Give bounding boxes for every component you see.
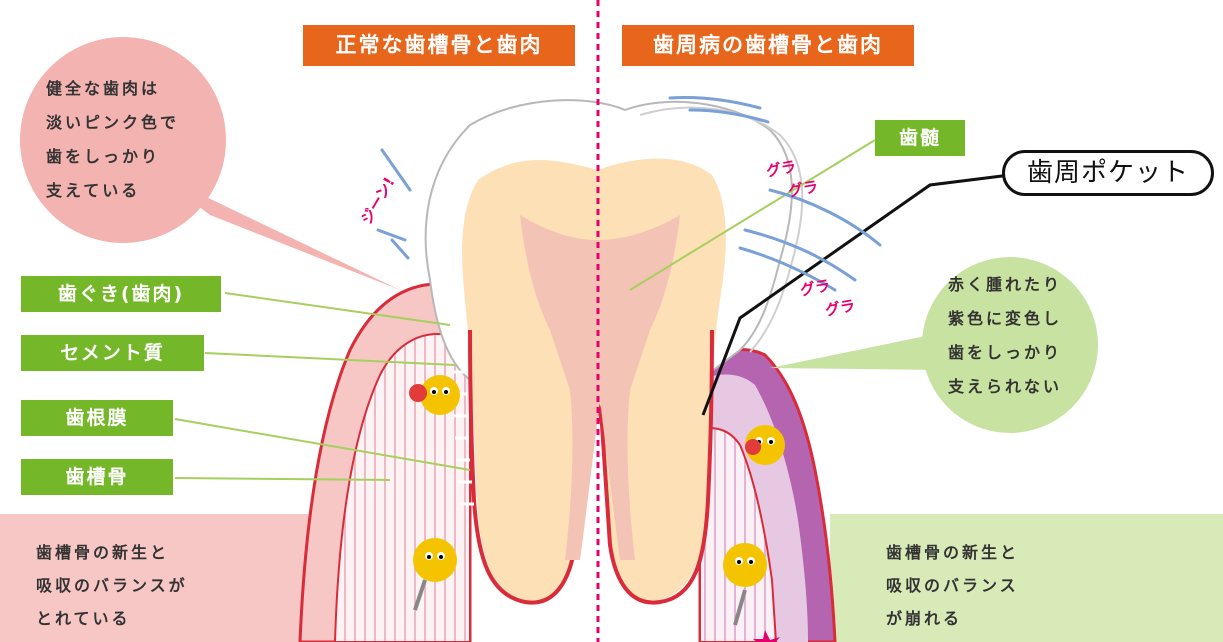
bubble-line: 歯をしっかり: [46, 140, 179, 174]
note-line: が崩れる: [886, 602, 1019, 635]
bubble-line: 赤く腫れたり: [948, 268, 1062, 302]
label-alveolar-bone: 歯槽骨: [21, 459, 173, 495]
label-pulp: 歯髄: [875, 120, 965, 156]
bubble-line: 淡いピンク色で: [46, 106, 179, 140]
diseased-bubble-text: 赤く腫れたり 紫色に変色し 歯をしっかり 支えられない: [948, 268, 1062, 404]
note-healthy-bone: 歯槽骨の新生と 吸収のバランスが とれている: [36, 536, 188, 635]
header-healthy: 正常な歯槽骨と歯肉: [303, 25, 575, 66]
note-line: 歯槽骨の新生と: [886, 536, 1019, 569]
note-line: 吸収のバランス: [886, 569, 1019, 602]
note-line: 吸収のバランスが: [36, 569, 188, 602]
note-line: 歯槽骨の新生と: [36, 536, 188, 569]
bubble-line: 健全な歯肉は: [46, 72, 179, 106]
bubble-line: 歯をしっかり: [948, 336, 1062, 370]
label-gum: 歯ぐき(歯肉): [21, 276, 221, 312]
label-periodontal-ligament: 歯根膜: [21, 400, 173, 436]
cell-character: [745, 425, 785, 465]
bubble-line: 支えている: [46, 174, 179, 208]
header-periodontitis: 歯周病の歯槽骨と歯肉: [622, 25, 914, 66]
note-line: とれている: [36, 602, 188, 635]
label-cementum: セメント質: [21, 335, 204, 371]
note-diseased-bone: 歯槽骨の新生と 吸収のバランス が崩れる: [886, 536, 1019, 635]
healthy-bubble-text: 健全な歯肉は 淡いピンク色で 歯をしっかり 支えている: [46, 72, 179, 208]
bubble-line: 紫色に変色し: [948, 302, 1062, 336]
bubble-line: 支えられない: [948, 370, 1062, 404]
label-periodontal-pocket: 歯周ポケット: [1002, 150, 1214, 196]
